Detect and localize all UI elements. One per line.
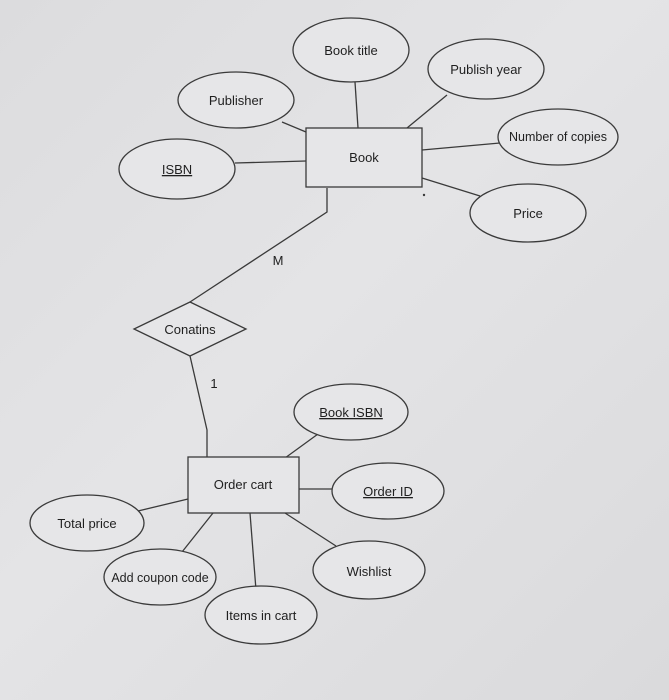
edge-cart-book-isbn bbox=[284, 433, 319, 459]
attr-add-coupon-code: Add coupon code bbox=[103, 548, 217, 606]
edge-cart-coupon bbox=[181, 512, 214, 553]
entity-order-cart-label: Order cart bbox=[214, 477, 273, 492]
svg-text:Add coupon code: Add coupon code bbox=[111, 571, 208, 585]
svg-text:Wishlist: Wishlist bbox=[347, 564, 392, 579]
svg-text:Publisher: Publisher bbox=[209, 93, 264, 108]
attr-publish-year: Publish year bbox=[427, 38, 545, 100]
edge-book-relationship bbox=[189, 188, 328, 303]
edge-cart-total-price bbox=[137, 498, 189, 512]
relationship-label: Conatins bbox=[164, 322, 216, 337]
entity-book-label: Book bbox=[349, 150, 379, 165]
attr-price: Price bbox=[469, 183, 587, 243]
attr-total-price: Total price bbox=[29, 494, 145, 552]
svg-text:ISBN: ISBN bbox=[162, 162, 192, 177]
relationship-contains: Conatins bbox=[132, 301, 248, 357]
attr-isbn: ISBN bbox=[118, 138, 236, 200]
edge-book-title bbox=[354, 81, 359, 129]
svg-text:Total price: Total price bbox=[57, 516, 116, 531]
svg-text:Book ISBN: Book ISBN bbox=[319, 405, 383, 420]
edge-book-number-of-copies bbox=[421, 142, 501, 151]
attr-publisher: Publisher bbox=[177, 71, 295, 129]
edge-book-publisher bbox=[281, 121, 307, 133]
svg-text:Book title: Book title bbox=[324, 43, 377, 58]
svg-text:Number of copies: Number of copies bbox=[509, 130, 607, 144]
attr-number-of-copies: Number of copies bbox=[497, 108, 619, 166]
svg-text:Publish year: Publish year bbox=[450, 62, 522, 77]
attr-wishlist: Wishlist bbox=[312, 540, 426, 600]
edge-relationship-cart bbox=[189, 355, 208, 457]
edge-book-publish-year bbox=[406, 94, 448, 129]
edge-cart-wishlist bbox=[284, 512, 337, 547]
cardinality-m: M bbox=[273, 253, 284, 268]
entity-book: Book bbox=[305, 127, 423, 188]
edge-book-isbn bbox=[234, 160, 307, 164]
svg-text:Order ID: Order ID bbox=[363, 484, 413, 499]
edge-cart-items bbox=[249, 512, 257, 591]
attr-book-isbn: Book ISBN bbox=[293, 383, 409, 441]
cardinality-1: 1 bbox=[210, 376, 217, 391]
edge-book-price bbox=[421, 177, 481, 197]
attr-order-id: Order ID bbox=[331, 462, 445, 520]
entity-order-cart: Order cart bbox=[187, 456, 300, 514]
svg-text:Price: Price bbox=[513, 206, 543, 221]
attr-items-in-cart: Items in cart bbox=[204, 585, 318, 645]
attr-book-title: Book title bbox=[292, 17, 410, 83]
stray-dot bbox=[422, 193, 426, 197]
svg-text:Items in cart: Items in cart bbox=[226, 608, 297, 623]
edges bbox=[137, 81, 501, 591]
